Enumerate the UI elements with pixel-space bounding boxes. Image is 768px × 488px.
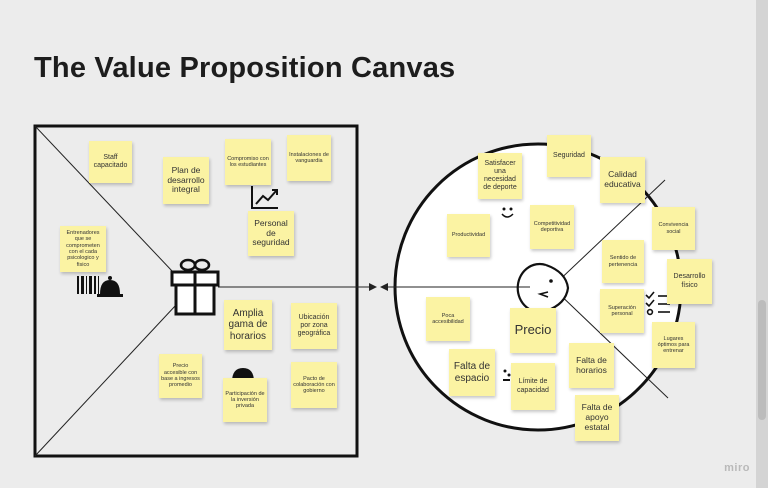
sticky-note-precio[interactable]: Precio (510, 308, 556, 353)
smile-icon (501, 207, 514, 218)
sticky-note-falta-apoyo[interactable]: Falta de apoyo estatal (575, 395, 619, 441)
barcode-icon (77, 276, 99, 294)
scrollbar-thumb[interactable] (758, 300, 766, 420)
sticky-note-personal[interactable]: Personal de seguridad (248, 211, 294, 256)
sticky-note-instalaciones[interactable]: Instalaciones de vanguardia (287, 135, 331, 181)
sticky-note-poca[interactable]: Poca accesibilidad (426, 297, 470, 341)
sticky-note-lugares[interactable]: Lugares óptimos para entrenar (652, 322, 695, 368)
chart-icon (251, 186, 278, 209)
gift-icon (170, 258, 220, 316)
sticky-note-convivencia[interactable]: Convivencia social (652, 207, 695, 250)
miro-logo: miro (724, 462, 750, 474)
sticky-note-falta-espacio[interactable]: Falta de espacio (449, 349, 495, 396)
sticky-note-sentido[interactable]: Sentido de pertenencia (602, 240, 644, 283)
sticky-note-staff[interactable]: Staff capacitado (89, 141, 132, 183)
sticky-note-compromiso[interactable]: Compromiso con los estudiantes (225, 139, 271, 185)
canvas-title: The Value Proposition Canvas (34, 52, 456, 84)
sticky-note-pacto[interactable]: Pacto de colaboración con gobierno (291, 362, 337, 408)
profile-divider-top (551, 179, 666, 288)
sticky-note-desarrollo[interactable]: Desarrollo físico (667, 259, 712, 304)
sticky-note-horarios-amplia[interactable]: Amplia gama de horarios (224, 300, 272, 350)
vertical-scrollbar[interactable] (756, 0, 768, 488)
sticky-note-limite[interactable]: Límite de capacidad (511, 363, 555, 410)
arrow-head-right (369, 283, 377, 291)
face-icon (516, 262, 570, 314)
arrow-head-left (380, 283, 388, 291)
sticky-note-superacion[interactable]: Superación personal (600, 289, 644, 333)
value-map-square (33, 124, 359, 458)
sticky-note-ubicacion[interactable]: Ubicación por zona geográfica (291, 303, 337, 349)
value-map-divider-bottom (34, 289, 191, 457)
sticky-note-seguridad[interactable]: Seguridad (547, 135, 591, 177)
sticky-note-satisfacer[interactable]: Satisfacer una necesidad de deporte (478, 153, 522, 199)
sticky-note-productividad[interactable]: Productividad (447, 214, 490, 257)
profile-divider-bottom (551, 286, 669, 399)
sticky-note-precio-accesible[interactable]: Precio accesible con base a ingresos pro… (159, 354, 202, 398)
sticky-note-entrenadores[interactable]: Entrenadores que se comprometen con el c… (60, 226, 106, 272)
sticky-note-plan[interactable]: Plan de desarrollo integral (163, 157, 209, 204)
sticky-note-falta-horarios[interactable]: Falta de horarios (569, 343, 614, 388)
value-map-divider-top (34, 125, 191, 291)
sticky-note-competitividad[interactable]: Competitividad deportiva (530, 205, 574, 249)
bell-icon (97, 276, 123, 297)
sticky-note-participacion[interactable]: Participación de la inversión privada (223, 378, 267, 422)
sticky-note-calidad[interactable]: Calidad educativa (600, 157, 645, 203)
ellipse-icon (503, 369, 511, 381)
checklist-icon (645, 291, 670, 316)
